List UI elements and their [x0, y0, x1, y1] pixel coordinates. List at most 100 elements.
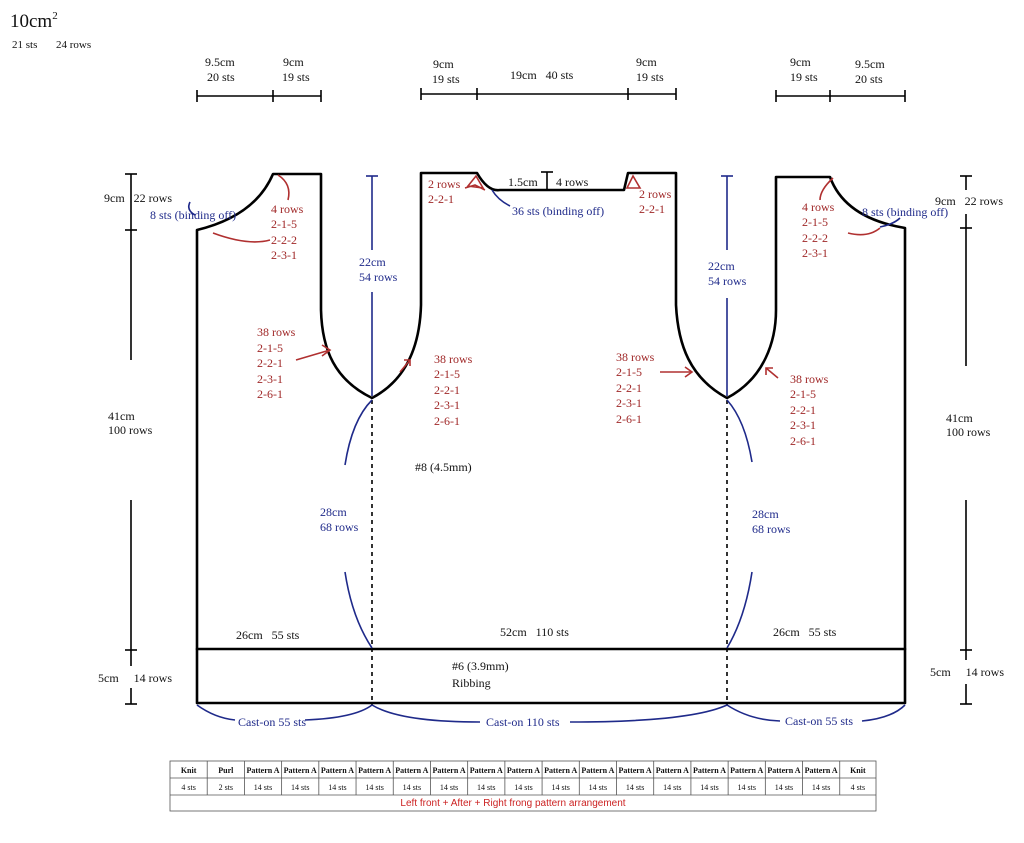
table-count-cell: 14 sts — [514, 783, 532, 792]
neck-left-dec-1: 2-2-1 — [428, 192, 454, 206]
body-right-len-rows: 68 rows — [752, 522, 791, 536]
caston-left: Cast-on 55 sts — [238, 715, 306, 729]
neck-left-dec-0: 2 rows — [428, 177, 461, 191]
armhole-lf-2: 2-2-1 — [257, 356, 283, 370]
table-header-cell: Pattern A — [358, 766, 391, 775]
shoulder-left-rows-1: 2-1-5 — [271, 217, 297, 231]
table-header-cell: Pattern A — [581, 766, 614, 775]
armhole-br-3: 2-3-1 — [616, 396, 642, 410]
armhole-rf-1: 2-1-5 — [790, 387, 816, 401]
dim-right-a-cm: 9cm — [790, 55, 811, 69]
table-count-cell: 4 sts — [181, 783, 195, 792]
table-header-cell: Pattern A — [693, 766, 726, 775]
caston-right: Cast-on 55 sts — [785, 714, 853, 728]
table-count-cell: 4 sts — [851, 783, 865, 792]
table-count-cell: 14 sts — [812, 783, 830, 792]
neck-depth: 1.5cm — [508, 175, 538, 189]
dim-mid-a-cm: 9cm — [433, 57, 454, 71]
table-header-cell: Pattern A — [284, 766, 317, 775]
top-dimensions — [196, 88, 906, 102]
table-count-cell: 2 sts — [219, 783, 233, 792]
table-count-cell: 14 sts — [328, 783, 346, 792]
shoulder-right-rows-0: 4 rows — [802, 200, 835, 214]
body-left-len-cm: 28cm — [320, 505, 347, 519]
shoulder-right-binding: 8 sts (binding off) — [862, 205, 948, 219]
table-header-cell: Pattern A — [470, 766, 503, 775]
gauge-sts: 21 sts — [12, 39, 37, 51]
table-header-cell: Pattern A — [805, 766, 838, 775]
armhole-bl-3: 2-3-1 — [434, 398, 460, 412]
dim-right-b-sts: 20 sts — [855, 72, 883, 86]
table-count-cell: 14 sts — [254, 783, 272, 792]
table-count-cell: 14 sts — [700, 783, 718, 792]
table-count-cell: 14 sts — [775, 783, 793, 792]
armhole-lf-1: 2-1-5 — [257, 341, 283, 355]
table-header-cell: Pattern A — [767, 766, 800, 775]
gauge-size: 10cm2 — [10, 10, 58, 32]
shoulder-left-rows-3: 2-3-1 — [271, 248, 297, 262]
garment-outline — [195, 171, 907, 705]
gauge-rows: 24 rows — [56, 39, 91, 51]
dim-mid-a-sts: 19 sts — [432, 72, 460, 86]
table-count-cell: 14 sts — [589, 783, 607, 792]
armhole-left-depth-cm: 22cm — [359, 255, 386, 269]
dim-right-mid-rows: 100 rows — [946, 425, 991, 439]
dim-right-top: 9cm 22 rows — [935, 194, 1003, 208]
body-length-curves — [344, 399, 753, 649]
dim-left-a-cm: 9.5cm — [205, 55, 235, 69]
table-count-cell: 14 sts — [551, 783, 569, 792]
neck-right-dec-1: 2-2-1 — [639, 202, 665, 216]
armhole-bl-0: 38 rows — [434, 352, 473, 366]
table-count-cell: 14 sts — [365, 783, 383, 792]
right-binding-curve — [879, 217, 901, 228]
armhole-lf-4: 2-6-1 — [257, 387, 283, 401]
table-header-cell: Purl — [218, 766, 234, 775]
pattern-table: Knit 4 sts Purl 2 sts Pattern A 14 sts Pattern… — [169, 760, 877, 812]
table-count-cell: 14 sts — [626, 783, 644, 792]
armhole-depth-lines — [366, 175, 733, 396]
dim-left-bottom: 5cm 14 rows — [98, 671, 172, 685]
neck-rows: 4 rows — [556, 175, 589, 189]
dim-right-b-cm: 9.5cm — [855, 57, 885, 71]
dim-right-mid-cm: 41cm — [946, 411, 973, 425]
ribbing-label: Ribbing — [452, 676, 491, 690]
table-caption: Left front + After + Right frong pattern… — [400, 798, 625, 809]
dim-left-b-cm: 9cm — [283, 55, 304, 69]
table-header-cell: Pattern A — [619, 766, 652, 775]
armhole-br-1: 2-1-5 — [616, 365, 642, 379]
dim-left-mid-cm: 41cm — [108, 409, 135, 423]
ribbing-needle: #6 (3.9mm) — [452, 659, 509, 673]
neck-binding: 36 sts (binding off) — [512, 204, 604, 218]
table-count-cell: 14 sts — [663, 783, 681, 792]
dim-left-mid-rows: 100 rows — [108, 423, 153, 437]
armhole-br-4: 2-6-1 — [616, 412, 642, 426]
armhole-br-2: 2-2-1 — [616, 381, 642, 395]
table-count-cell: 14 sts — [737, 783, 755, 792]
armhole-bl-4: 2-6-1 — [434, 414, 460, 428]
armhole-rf-3: 2-3-1 — [790, 418, 816, 432]
shoulder-right-rows-3: 2-3-1 — [802, 246, 828, 260]
table-header-cell: Pattern A — [507, 766, 540, 775]
dim-mid-c-cm: 9cm — [636, 55, 657, 69]
neck-right-dec-0: 2 rows — [639, 187, 672, 201]
dim-right-bottom: 5cm 14 rows — [930, 665, 1004, 679]
armhole-lf-0: 38 rows — [257, 325, 296, 339]
table-header-cell: Knit — [181, 766, 197, 775]
armhole-right-depth-rows: 54 rows — [708, 274, 747, 288]
table-header-cell: Pattern A — [433, 766, 466, 775]
table-count-cell: 14 sts — [477, 783, 495, 792]
armhole-left-depth-rows: 54 rows — [359, 270, 398, 284]
table-header-cell: Pattern A — [656, 766, 689, 775]
table-count-cell: 14 sts — [440, 783, 458, 792]
caston-back: Cast-on 110 sts — [486, 715, 560, 729]
table-count-cell: 14 sts — [291, 783, 309, 792]
table-header-cell: Pattern A — [395, 766, 428, 775]
dim-left-top: 9cm 22 rows — [104, 191, 172, 205]
body-back-width: 52cm 110 sts — [500, 625, 569, 639]
armhole-right-depth-cm: 22cm — [708, 259, 735, 273]
armhole-rf-0: 38 rows — [790, 372, 829, 386]
shoulder-right-rows-2: 2-2-2 — [802, 231, 828, 245]
armhole-bl-2: 2-2-1 — [434, 383, 460, 397]
